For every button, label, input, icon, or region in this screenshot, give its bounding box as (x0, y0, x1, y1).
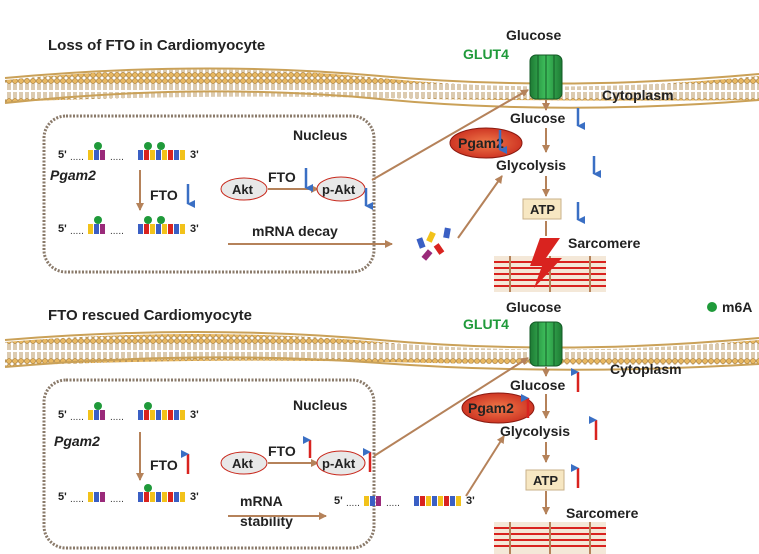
m6a-legend-icon (707, 302, 717, 312)
svg-text:.....: ..... (346, 498, 360, 509)
glucose-extracellular: Glucose (506, 27, 561, 43)
fto-label: FTO (150, 187, 178, 203)
cell-membrane (5, 69, 759, 102)
svg-text:5': 5' (334, 495, 343, 507)
sarcomere-label: Sarcomere (566, 505, 639, 521)
svg-text:.....: ..... (110, 152, 124, 163)
svg-text:5': 5' (58, 223, 67, 235)
svg-text:.....: ..... (110, 412, 124, 423)
mrna-methylated: 5' ..... ..... 3' (58, 402, 199, 423)
glucose-extracellular: Glucose (506, 299, 561, 315)
svg-text:3': 3' (466, 495, 475, 507)
sarcomere-label: Sarcomere (568, 235, 641, 251)
glucose-intracellular: Glucose (510, 110, 565, 126)
m6a-mark (144, 142, 152, 150)
svg-text:Akt: Akt (232, 182, 254, 197)
glut4-label: GLUT4 (463, 316, 509, 332)
svg-text:5': 5' (58, 149, 67, 161)
svg-text:.....: ..... (110, 494, 124, 505)
cytoplasm-label: Cytoplasm (610, 361, 682, 377)
svg-text:3': 3' (190, 409, 199, 421)
pgam2-protein (461, 392, 535, 424)
svg-text:Pgam2: Pgam2 (458, 135, 504, 151)
gene-label: Pgam2 (50, 167, 96, 183)
atp-box (525, 469, 565, 491)
mrna-stability-label-1: mRNA (240, 493, 283, 509)
nucleus-label: Nucleus (293, 397, 348, 413)
svg-text:5': 5' (58, 409, 67, 421)
damage-bolt-icon (530, 238, 562, 288)
p-akt-node (316, 450, 366, 476)
glycolysis-label: Glycolysis (496, 157, 566, 173)
svg-text:.....: ..... (110, 226, 124, 237)
cytoplasm-label: Cytoplasm (602, 87, 674, 103)
sarcomere-intact (494, 522, 606, 554)
svg-text:p-Akt: p-Akt (322, 182, 356, 197)
svg-text:.....: ..... (70, 412, 84, 423)
panel-title: Loss of FTO in Cardiomyocyte (48, 37, 265, 54)
svg-text:ATP: ATP (530, 202, 555, 217)
gene-label: Pgam2 (54, 433, 100, 449)
panel-fto-rescued: FTO rescued Cardiomyocyte Glucose GLUT4 … (4, 299, 759, 554)
nucleotide-block (88, 150, 105, 160)
svg-text:Pgam2: Pgam2 (468, 400, 514, 416)
svg-text:FTO: FTO (268, 169, 296, 185)
panel-title: FTO rescued Cardiomyocyte (48, 307, 252, 324)
nucleus-outline (42, 378, 376, 550)
svg-text:.....: ..... (70, 152, 84, 163)
svg-text:FTO: FTO (268, 443, 296, 459)
svg-text:3': 3' (190, 491, 199, 503)
svg-text:.....: ..... (386, 498, 400, 509)
svg-text:.....: ..... (70, 226, 84, 237)
glut4-transporter (529, 54, 563, 100)
svg-text:Akt: Akt (232, 456, 254, 471)
m6a-legend-label: m6A (722, 299, 752, 315)
svg-text:p-Akt: p-Akt (322, 456, 356, 471)
mrna-decay-label: mRNA decay (252, 223, 338, 239)
glycolysis-label: Glycolysis (500, 423, 570, 439)
mrna-cytoplasmic: 5' ..... ..... 3' (334, 495, 475, 509)
panel-loss-of-fto: Loss of FTO in Cardiomyocyte Glucose GLU… (4, 27, 759, 292)
degraded-mrna-fragments (416, 227, 451, 261)
fto-label: FTO (150, 457, 178, 473)
mrna-stable: 5' ..... ..... 3' (58, 484, 199, 505)
glut4-transporter (529, 321, 563, 367)
nucleus-label: Nucleus (293, 127, 348, 143)
atp-box (522, 198, 562, 220)
svg-text:.....: ..... (70, 494, 84, 505)
svg-text:5': 5' (58, 491, 67, 503)
svg-text:3': 3' (190, 149, 199, 161)
m6a-mark (157, 142, 165, 150)
mrna-methylated: 5' ..... ..... 3' (58, 142, 199, 163)
akt-node (220, 177, 268, 201)
glucose-intracellular: Glucose (510, 377, 565, 393)
glut4-label: GLUT4 (463, 46, 509, 62)
m6a-mark (94, 142, 102, 150)
mrna-demethylated: 5' ..... ..... 3' (58, 216, 199, 237)
svg-text:3': 3' (190, 223, 199, 235)
sarcomere-damaged (494, 238, 606, 292)
akt-node (220, 451, 268, 475)
svg-text:ATP: ATP (533, 473, 558, 488)
nucleus-outline (42, 114, 376, 274)
